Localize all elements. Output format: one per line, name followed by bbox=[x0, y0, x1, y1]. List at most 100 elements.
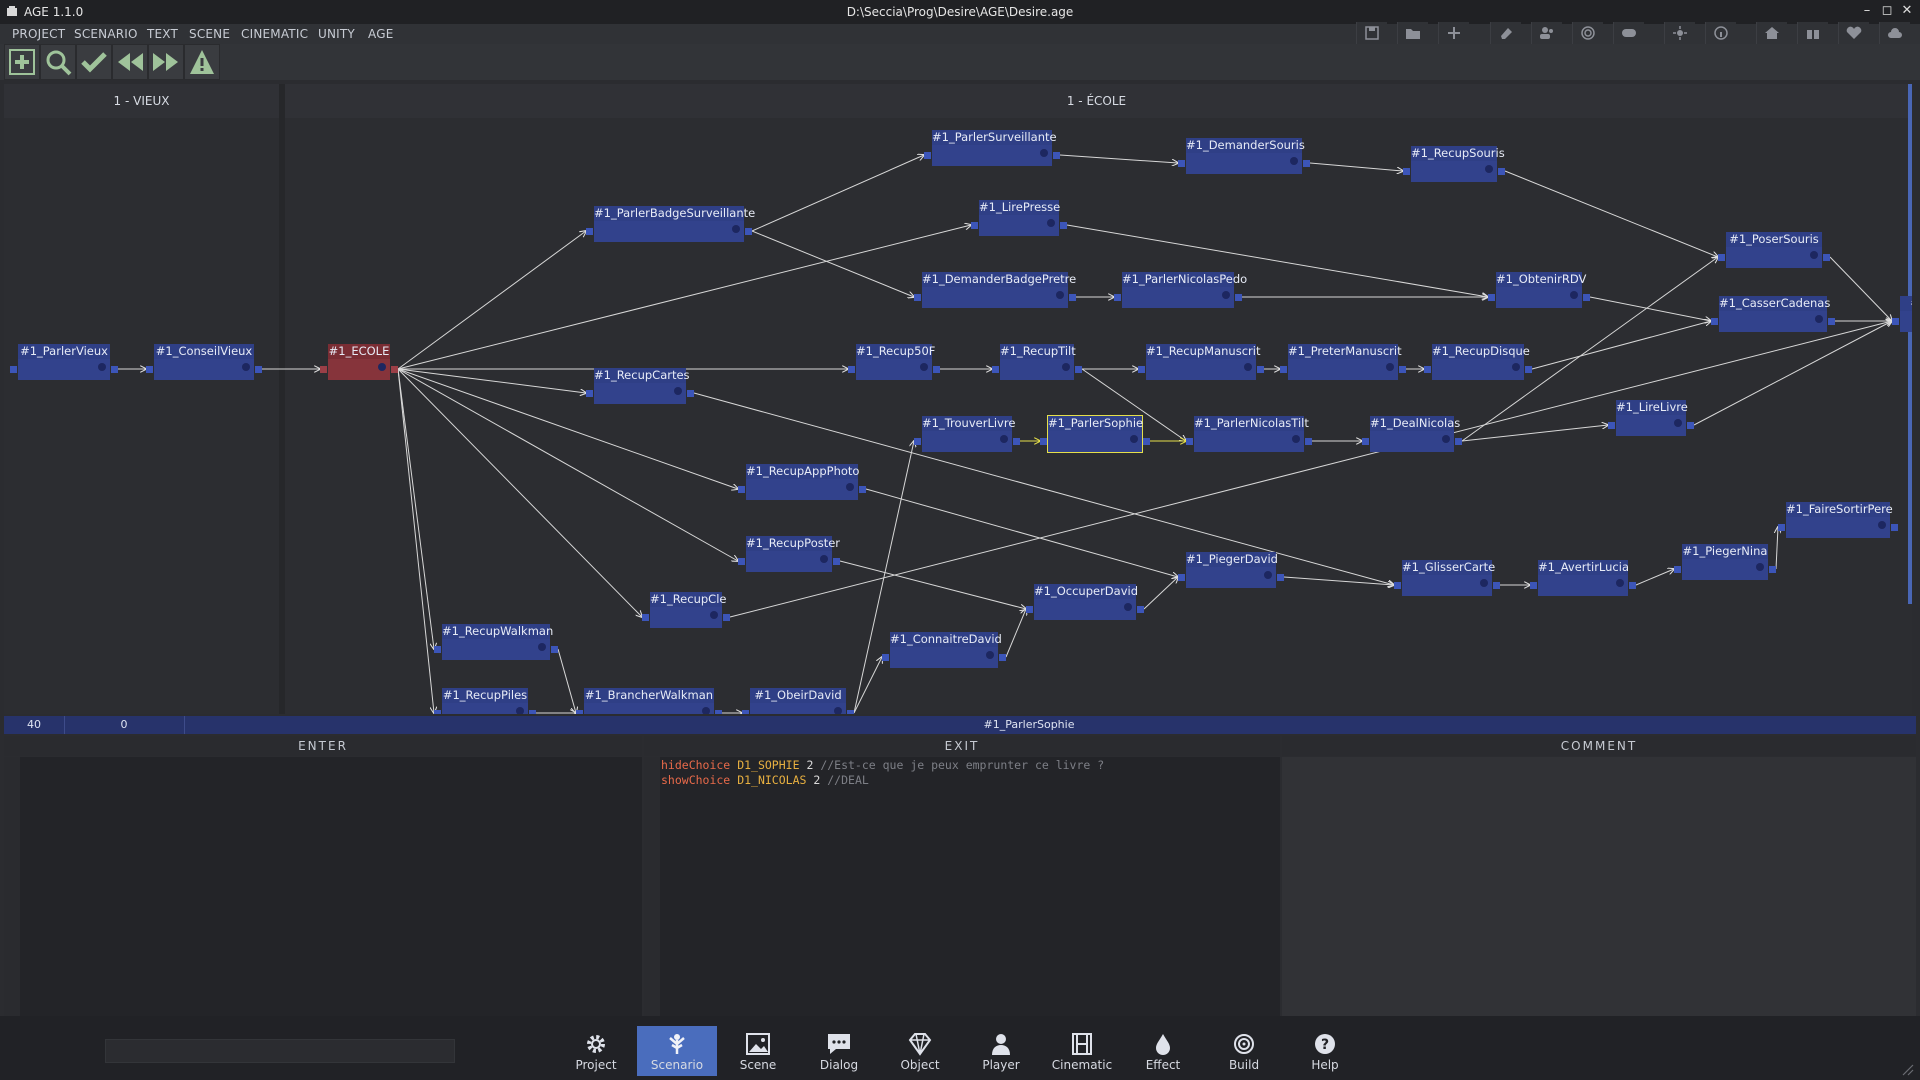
menu-scene[interactable]: SCENE bbox=[189, 27, 231, 41]
graph-node[interactable]: #1_ObeirDavid bbox=[742, 688, 854, 714]
menu-unity[interactable]: UNITY bbox=[318, 27, 355, 41]
graph-node[interactable]: #1_ParlerNicolasTilt bbox=[1186, 416, 1312, 452]
node-output-port[interactable] bbox=[1399, 366, 1406, 373]
nav-help[interactable]: ? Help bbox=[1285, 1026, 1365, 1076]
node-input-port[interactable] bbox=[586, 390, 593, 397]
node-output-port[interactable] bbox=[1257, 366, 1264, 373]
graph-node[interactable]: #1_RecupCle bbox=[642, 592, 730, 628]
node-input-port[interactable] bbox=[320, 366, 327, 373]
node-input-port[interactable] bbox=[1178, 160, 1185, 167]
graph-node[interactable]: #1_DemanderBadgePretre bbox=[914, 272, 1076, 308]
node-output-port[interactable] bbox=[1137, 606, 1144, 613]
graph-node[interactable]: #1_RecupPiles bbox=[434, 688, 536, 714]
exit-editor[interactable]: hideChoice D1_SOPHIE 2 //Est-ce que je p… bbox=[660, 757, 1280, 1016]
sun-icon[interactable] bbox=[1664, 22, 1695, 44]
node-output-port[interactable] bbox=[1583, 294, 1590, 301]
graph-node[interactable]: # bbox=[1892, 296, 1912, 332]
menu-cinematic[interactable]: CINEMATIC bbox=[241, 27, 309, 41]
nav-scene[interactable]: Scene bbox=[718, 1026, 798, 1076]
comment-editor[interactable] bbox=[1282, 757, 1916, 1016]
node-input-port[interactable] bbox=[738, 558, 745, 565]
node-input-port[interactable] bbox=[1178, 574, 1185, 581]
node-input-port[interactable] bbox=[1424, 366, 1431, 373]
graph-node[interactable]: #1_PiegerDavid bbox=[1178, 552, 1284, 588]
node-input-port[interactable] bbox=[848, 366, 855, 373]
node-output-port[interactable] bbox=[745, 228, 752, 235]
node-output-port[interactable] bbox=[833, 558, 840, 565]
node-input-port[interactable] bbox=[742, 710, 749, 714]
graph-node[interactable]: #1_Recup50F bbox=[848, 344, 940, 380]
node-input-port[interactable] bbox=[1718, 254, 1725, 261]
graph-node[interactable]: #1_ParlerSurveillante bbox=[924, 130, 1060, 166]
node-input-port[interactable] bbox=[1892, 318, 1899, 325]
nav-scenario[interactable]: Scenario bbox=[637, 1026, 717, 1076]
add-node-button[interactable] bbox=[4, 44, 40, 80]
node-output-port[interactable] bbox=[391, 366, 398, 373]
node-output-port[interactable] bbox=[1069, 294, 1076, 301]
fast-forward-button[interactable] bbox=[148, 44, 184, 80]
graph-node[interactable]: #1_RecupCartes bbox=[586, 368, 694, 404]
node-input-port[interactable] bbox=[1114, 294, 1121, 301]
graph-node[interactable]: #1_RecupTilt bbox=[992, 344, 1082, 380]
graph-node[interactable]: #1_AvertirLucia bbox=[1530, 560, 1636, 596]
rewind-button[interactable] bbox=[112, 44, 148, 80]
save-icon[interactable] bbox=[1356, 22, 1387, 44]
graph-node[interactable]: #1_TrouverLivre bbox=[914, 416, 1020, 452]
graph-node[interactable]: #1_OccuperDavid bbox=[1026, 584, 1144, 620]
node-input-port[interactable] bbox=[914, 438, 921, 445]
node-input-port[interactable] bbox=[1530, 582, 1537, 589]
node-output-port[interactable] bbox=[1455, 438, 1462, 445]
gift-icon[interactable] bbox=[1797, 22, 1828, 44]
node-input-port[interactable] bbox=[146, 366, 153, 373]
node-output-port[interactable] bbox=[723, 614, 730, 621]
node-output-port[interactable] bbox=[1823, 254, 1830, 261]
node-input-port[interactable] bbox=[10, 366, 17, 373]
node-output-port[interactable] bbox=[715, 710, 722, 714]
node-input-port[interactable] bbox=[1040, 438, 1047, 445]
graph-node[interactable]: #1_ConseilVieux bbox=[146, 344, 262, 380]
plus-icon[interactable] bbox=[1438, 22, 1469, 44]
nav-cinematic[interactable]: Cinematic bbox=[1042, 1026, 1122, 1076]
node-output-port[interactable] bbox=[999, 654, 1006, 661]
node-input-port[interactable] bbox=[971, 222, 978, 229]
graph-node[interactable]: #1_LireLivre bbox=[1608, 400, 1694, 436]
node-output-port[interactable] bbox=[1891, 524, 1898, 531]
node-output-port[interactable] bbox=[551, 646, 558, 653]
node-output-port[interactable] bbox=[859, 486, 866, 493]
node-input-port[interactable] bbox=[642, 614, 649, 621]
close-button[interactable]: ✕ bbox=[1901, 3, 1913, 18]
graph-node[interactable]: #1_PreterManuscrit bbox=[1280, 344, 1406, 380]
nav-project[interactable]: Project bbox=[556, 1026, 636, 1076]
node-output-port[interactable] bbox=[847, 710, 854, 714]
graph-node[interactable]: #1_DealNicolas bbox=[1362, 416, 1462, 452]
info-icon[interactable] bbox=[1705, 22, 1736, 44]
node-output-port[interactable] bbox=[1303, 160, 1310, 167]
node-input-port[interactable] bbox=[1711, 318, 1718, 325]
home-icon[interactable] bbox=[1756, 22, 1787, 44]
node-output-port[interactable] bbox=[255, 366, 262, 373]
eraser-icon[interactable] bbox=[1490, 22, 1521, 44]
node-output-port[interactable] bbox=[111, 366, 118, 373]
node-output-port[interactable] bbox=[933, 366, 940, 373]
node-input-port[interactable] bbox=[1138, 366, 1145, 373]
node-input-port[interactable] bbox=[1403, 168, 1410, 175]
node-input-port[interactable] bbox=[586, 228, 593, 235]
nav-effect[interactable]: Effect bbox=[1123, 1026, 1203, 1076]
node-input-port[interactable] bbox=[738, 486, 745, 493]
menu-project[interactable]: PROJECT bbox=[12, 27, 66, 41]
nav-object[interactable]: Object bbox=[880, 1026, 960, 1076]
graph-node[interactable]: #1_RecupAppPhoto bbox=[738, 464, 866, 500]
node-output-port[interactable] bbox=[1277, 574, 1284, 581]
menu-age[interactable]: AGE bbox=[368, 27, 394, 41]
graph-node[interactable]: #1_RecupSouris bbox=[1403, 146, 1505, 182]
node-output-port[interactable] bbox=[1075, 366, 1082, 373]
folder-icon[interactable] bbox=[1397, 22, 1428, 44]
validate-button[interactable] bbox=[76, 44, 112, 80]
column-separator[interactable] bbox=[279, 84, 285, 714]
node-input-port[interactable] bbox=[1778, 524, 1785, 531]
graph-node[interactable]: #1_ParlerVieux bbox=[10, 344, 118, 380]
vertical-scrollbar[interactable] bbox=[1908, 84, 1912, 604]
graph-node[interactable]: #1_RecupManuscrit bbox=[1138, 344, 1264, 380]
node-output-port[interactable] bbox=[687, 390, 694, 397]
graph-node[interactable]: #1_PiegerNina bbox=[1674, 544, 1776, 580]
